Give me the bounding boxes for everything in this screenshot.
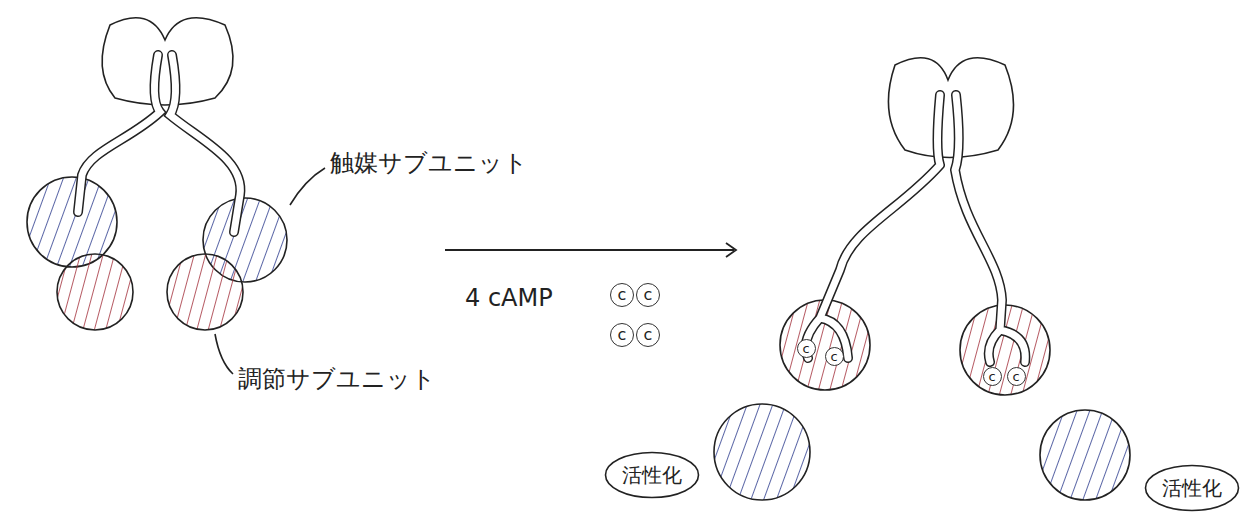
status-text: 活性化: [622, 464, 682, 486]
camp-molecule: c: [636, 283, 660, 307]
linker-strands: [806, 95, 1026, 362]
leader-line: [215, 334, 233, 374]
camp-molecule: c: [797, 339, 816, 358]
part-label: 触媒サブユニット: [330, 150, 528, 176]
linker-strands: [78, 55, 240, 232]
camp-molecule: c: [610, 323, 634, 347]
reaction-arrow: [445, 243, 736, 257]
status-oval: 活性化: [604, 451, 700, 499]
camp-molecule: c: [983, 367, 1002, 386]
camp-molecule: c: [636, 323, 660, 347]
inactive-complex: [27, 18, 287, 330]
camp-molecule: c: [825, 347, 844, 366]
leader-line: [290, 168, 325, 205]
camp-molecule: c: [1007, 367, 1026, 386]
reagent-label: 4 cAMP: [465, 285, 553, 311]
status-oval: 活性化: [1144, 464, 1240, 512]
part-label: 調節サブユニット: [238, 366, 436, 392]
active-complex: [714, 58, 1130, 500]
status-text: 活性化: [1162, 477, 1222, 499]
camp-molecule: c: [610, 283, 634, 307]
